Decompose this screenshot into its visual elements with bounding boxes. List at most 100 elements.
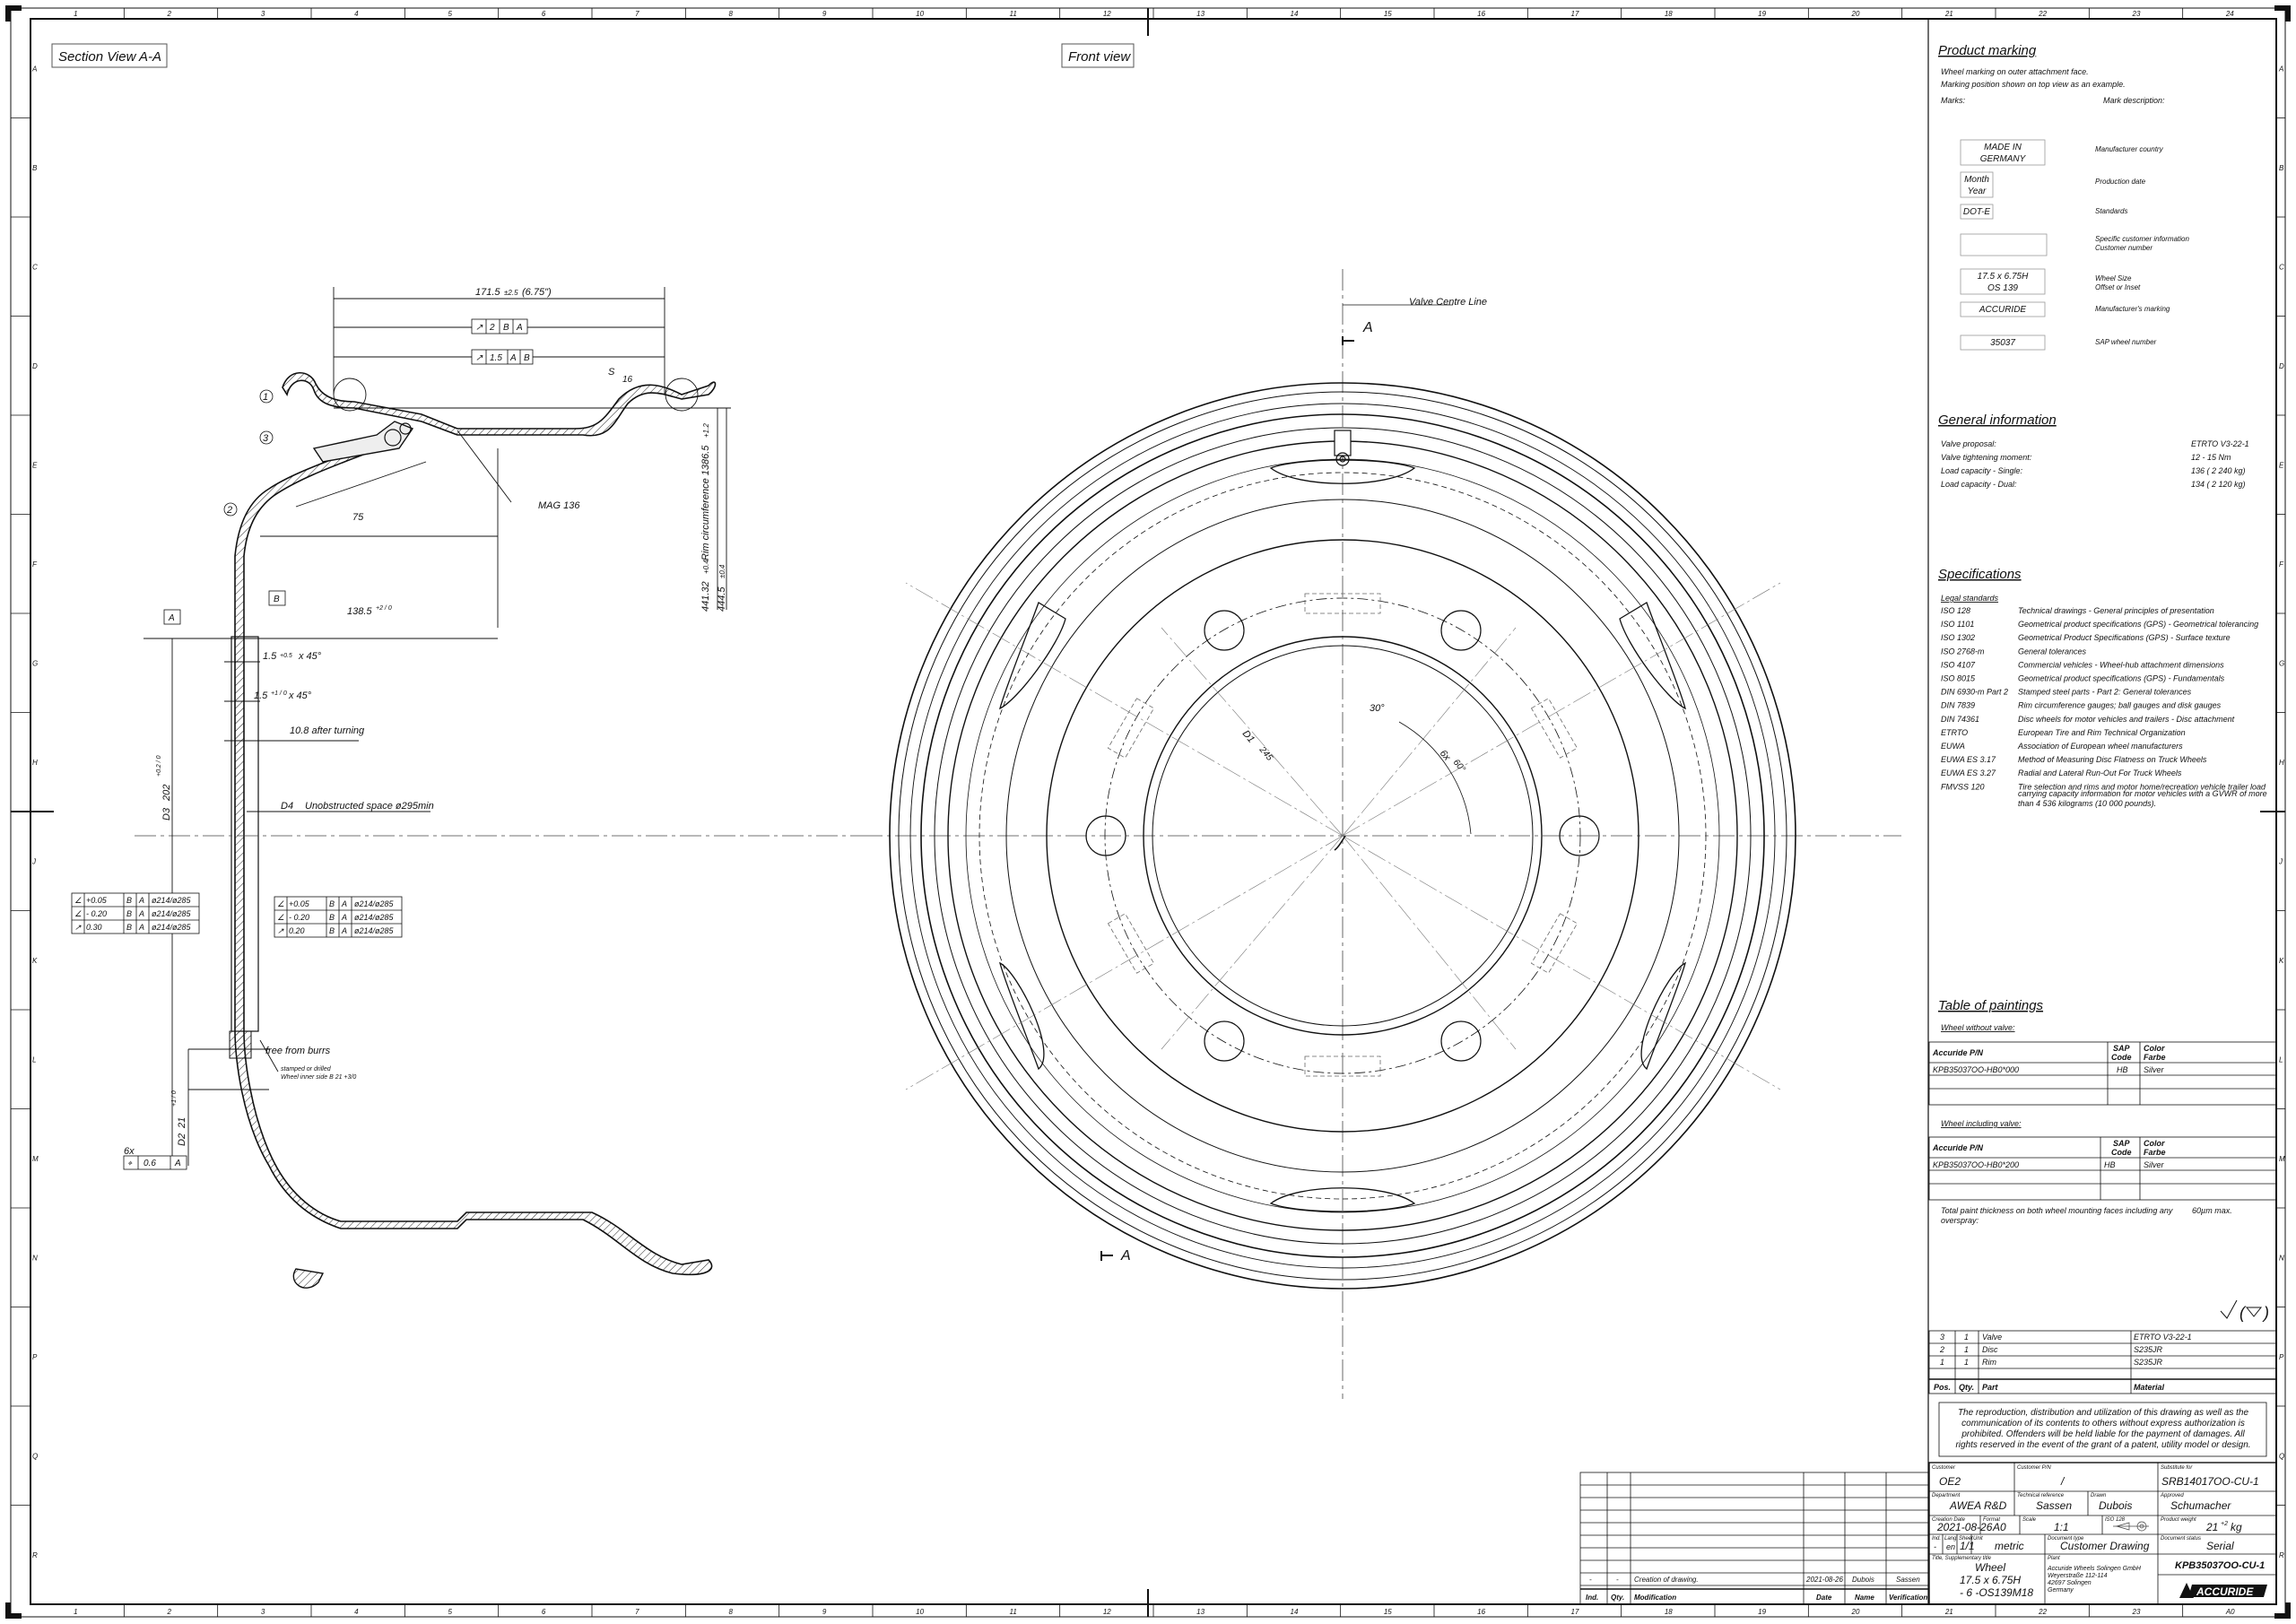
svg-text:): ) [2262,1304,2269,1322]
column-labels: 1122334455667788991010111112121313141415… [74,8,2235,1617]
column-label: 3 [261,10,265,18]
spec-standard: ISO 8015 [1941,674,1976,683]
svg-text:6x: 6x [124,1146,135,1157]
svg-text:/: / [2060,1475,2066,1488]
svg-text:D3: D3 [161,807,172,821]
tolerance-frame [274,896,403,938]
part-position: 2 [1939,1345,1944,1354]
svg-text:Farbe: Farbe [2144,1053,2166,1062]
mark-text: Month [1964,175,1989,185]
column-label: 24 [2225,10,2234,18]
tolerance-range: ø214/ø285 [152,896,192,905]
svg-text:A: A [174,1159,181,1168]
svg-text:A: A [168,613,175,623]
svg-text:245: 245 [1257,744,1274,763]
row-label: A [31,65,37,73]
row-label: G [32,659,38,667]
svg-text:Color: Color [2144,1044,2165,1053]
svg-text:Sassen: Sassen [1896,1576,1920,1584]
column-label: 4 [354,1608,359,1616]
row-label: Q [2279,1452,2284,1460]
column-label: 5 [448,10,453,18]
mark-description: Manufacturer country [2095,145,2164,153]
row-label: L [32,1055,36,1064]
svg-text:171.5: 171.5 [475,287,500,298]
part-name: Valve [1982,1333,2002,1342]
mark-box [1960,139,2046,166]
mark-box [1960,268,2046,295]
spec-standard: ETRTO [1941,728,1968,737]
column-label: 19 [1758,1608,1766,1616]
info-value: 136 ( 2 240 kg) [2191,466,2246,475]
svg-text:D2: D2 [177,1133,187,1146]
svg-text:OE2: OE2 [1939,1475,1961,1488]
tolerance-value: +0.05 [289,899,310,908]
tolerance-symbol: ↗ [277,926,284,935]
svg-text:x 45°: x 45° [288,690,312,701]
column-label: 13 [1196,1608,1205,1616]
tolerance-range: ø214/ø285 [152,923,192,932]
column-label: 1 [74,10,77,18]
svg-text:Scale: Scale [2022,1517,2037,1523]
column-label: 12 [1103,1608,1111,1616]
svg-text:HB: HB [2117,1065,2128,1074]
svg-text:Unobstructed space ø295min: Unobstructed space ø295min [305,801,434,812]
svg-text:Wheel marking on outer attachm: Wheel marking on outer attachment face. [1941,67,2089,76]
svg-text:D1: D1 [1240,728,1257,744]
row-label: B [32,164,38,172]
svg-text:overspray:: overspray: [1941,1216,1979,1225]
spec-description: Geometrical product specifications (GPS)… [2018,674,2225,683]
datum-a: A [163,609,181,625]
svg-text:Color: Color [2144,1139,2165,1148]
svg-text:carrying capacity information: carrying capacity information for motor … [2018,789,2267,798]
svg-text:Department: Department [1932,1493,1961,1498]
column-label: 9 [822,1608,827,1616]
row-label: G [2279,659,2284,667]
part-quantity: 1 [1964,1345,1969,1354]
tolerance-datum: A [341,913,347,922]
svg-text:↗: ↗ [475,323,483,333]
svg-text:1:1: 1:1 [2054,1521,2069,1533]
part-material: S235JR [2134,1358,2163,1367]
spec-description: Association of European wheel manufactur… [2017,742,2183,751]
svg-text:A: A [1120,1248,1131,1264]
column-label: 18 [1665,1608,1673,1616]
svg-text:30°: 30° [1370,703,1385,714]
column-label: 18 [1665,10,1673,18]
column-label: 11 [1010,10,1017,18]
svg-text:-: - [1589,1576,1592,1584]
info-key: Valve proposal: [1941,439,1996,448]
svg-text:stamped or drilled: stamped or drilled [281,1066,332,1073]
spec-standard: DIN 6930-m Part 2 [1941,688,2008,697]
part-name: Rim [1982,1358,1996,1367]
column-label: 7 [635,1608,639,1616]
column-label: 2 [167,1608,172,1616]
mark-box [1960,334,2046,351]
svg-text:KPB35037OO-HB0*000: KPB35037OO-HB0*000 [1933,1065,2019,1074]
tolerance-datum: A [341,926,347,935]
svg-text:Mark description:: Mark description: [2103,96,2165,105]
svg-text:Rim circumference 1386.5: Rim circumference 1386.5 [700,445,711,560]
column-label: 9 [822,10,827,18]
svg-text:Plant: Plant [2048,1556,2060,1561]
spec-description: General tolerances [2018,647,2087,656]
row-label: M [32,1155,39,1163]
svg-text:Product marking: Product marking [1938,43,2037,58]
column-label: 10 [916,1608,924,1616]
spec-standard: ISO 1101 [1941,620,1974,629]
svg-text:SAP: SAP [2113,1044,2131,1053]
tolerance-range: ø214/ø285 [354,913,395,922]
svg-text:en: en [1946,1542,1955,1551]
tolerance-datum: A [138,923,144,932]
svg-text:B: B [274,595,280,604]
svg-text:2021-08-26: 2021-08-26 [1805,1576,1843,1584]
copyright-line: prohibited. Offenders will be held liabl… [1961,1429,2245,1439]
mark-box [1960,204,1994,220]
svg-text:138.5: 138.5 [347,606,372,617]
accuride-logo: ACCURIDE [2179,1583,2267,1598]
mark-description: Offset or Inset [2095,283,2141,291]
row-label: L [2279,1055,2283,1064]
